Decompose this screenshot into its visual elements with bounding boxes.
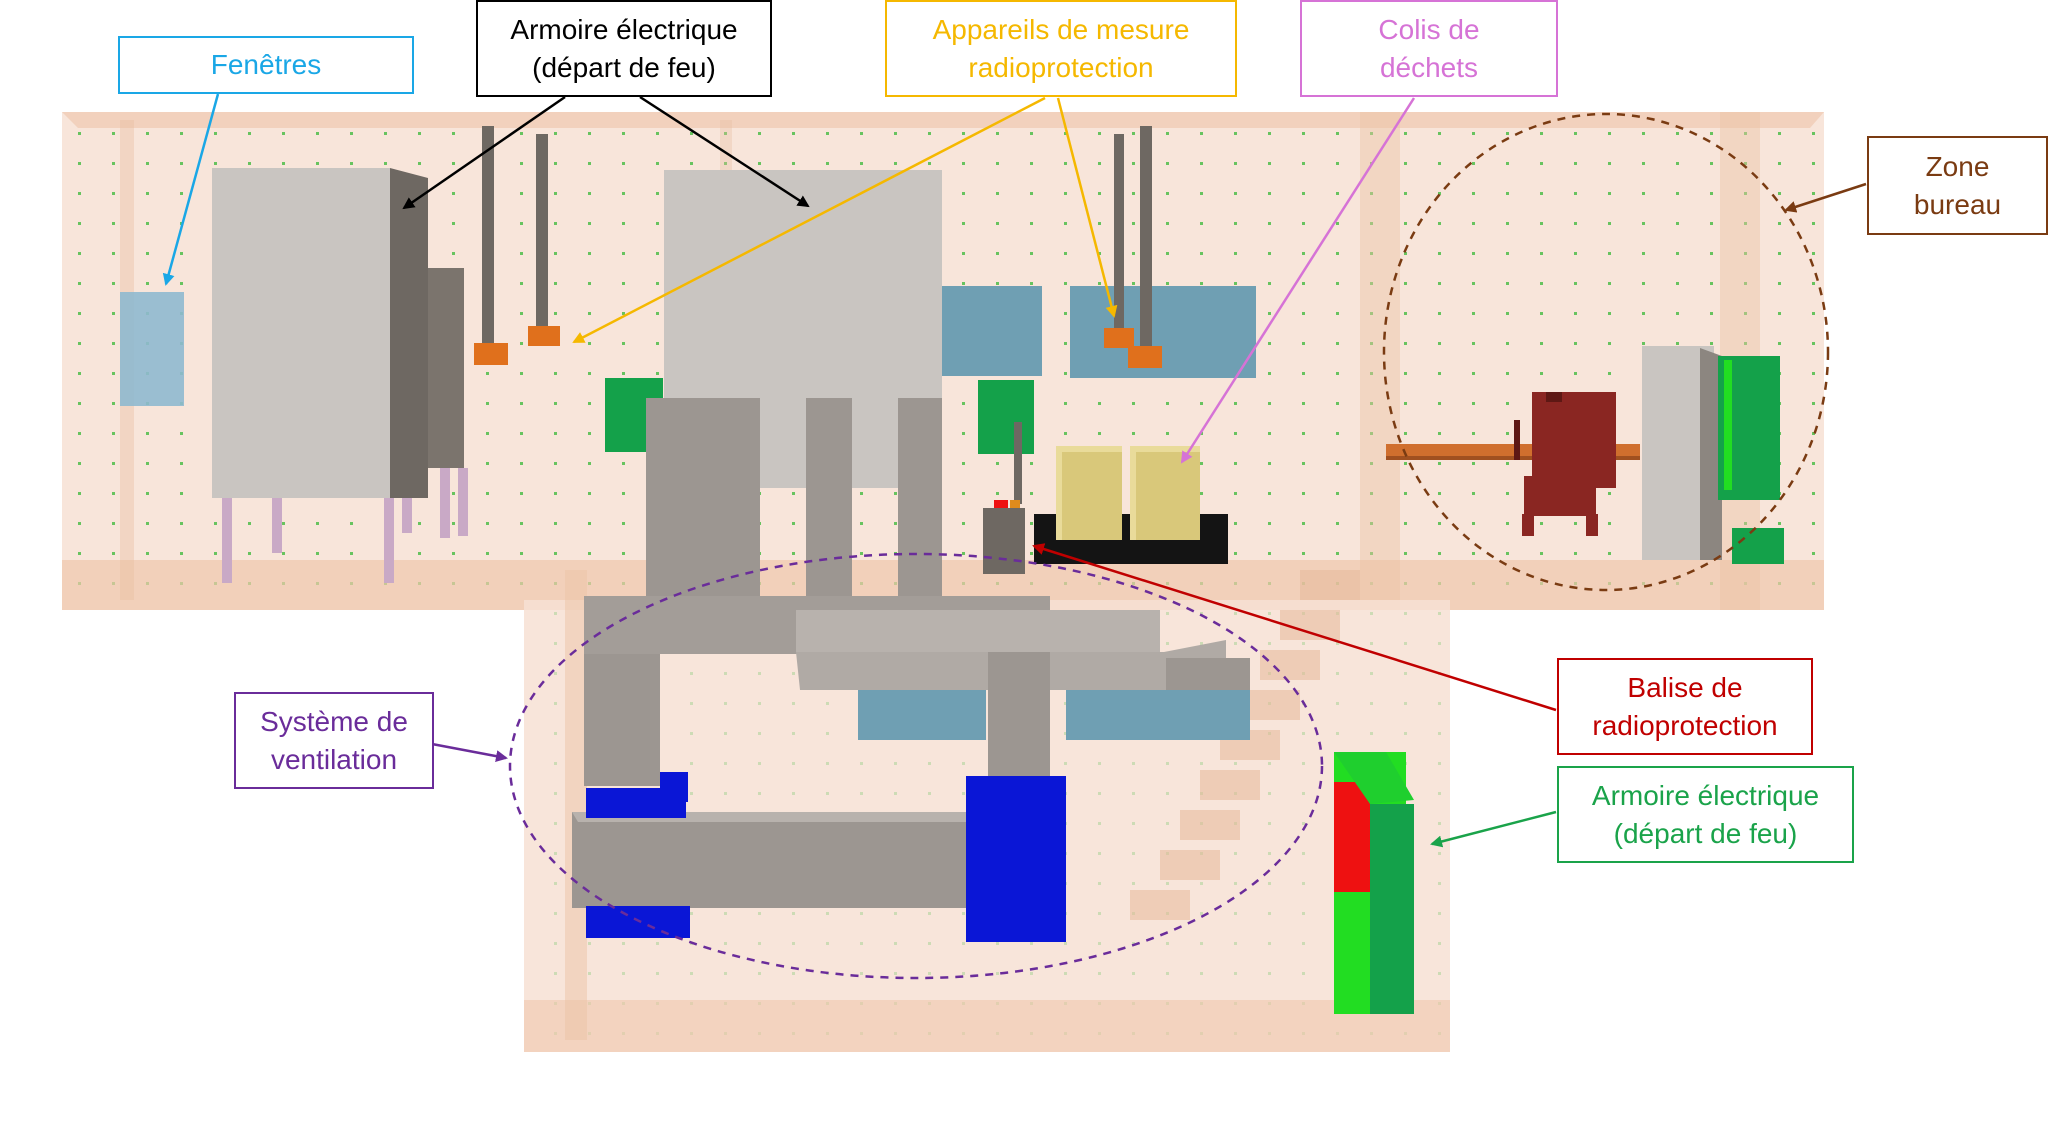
ventilation-supports xyxy=(586,772,1066,942)
window-back-1 xyxy=(942,286,1042,376)
window-back-2 xyxy=(1070,286,1256,378)
ventilation-ducts xyxy=(572,398,1250,908)
office-furniture xyxy=(1386,392,1640,536)
label-colis-dechets: Colis de déchets xyxy=(1300,0,1558,97)
label-systeme-ventilation: Système de ventilation xyxy=(234,692,434,789)
radiation-sensors-left xyxy=(474,126,560,365)
radiation-beacon xyxy=(983,422,1025,574)
green-cabinet-small-2 xyxy=(978,380,1034,454)
office-zone-circle xyxy=(1382,112,1830,592)
waste-packages xyxy=(1034,446,1228,564)
ventilation-zone-circle xyxy=(508,552,1324,980)
arrow-zone-bureau xyxy=(1784,182,1867,213)
arrow-fenetres xyxy=(162,93,220,286)
arrow-armoire-right xyxy=(1430,810,1557,848)
arrow-balise xyxy=(1032,543,1557,712)
cabinet-office xyxy=(1642,346,1784,564)
radiation-sensors-right xyxy=(1104,126,1162,368)
cabinet-left xyxy=(212,168,468,583)
label-balise-radioprotection: Balise de radioprotection xyxy=(1557,658,1813,755)
label-zone-bureau: Zone bureau xyxy=(1867,136,2048,235)
label-armoire-electrique-top: Armoire électrique (départ de feu) xyxy=(476,0,772,97)
staircase xyxy=(1130,570,1360,920)
label-fenetres: Fenêtres xyxy=(118,36,414,94)
window-left xyxy=(120,292,184,406)
arrow-colis xyxy=(1180,97,1416,464)
label-armoire-electrique-right: Armoire électrique (départ de feu) xyxy=(1557,766,1854,863)
arrow-ventilation xyxy=(431,742,508,763)
arrow-appareils xyxy=(572,96,1118,344)
electrical-cabinet-lower xyxy=(1334,752,1414,1014)
arrow-armoire-top xyxy=(402,95,810,210)
label-appareils-mesure: Appareils de mesure radioprotection xyxy=(885,0,1237,97)
